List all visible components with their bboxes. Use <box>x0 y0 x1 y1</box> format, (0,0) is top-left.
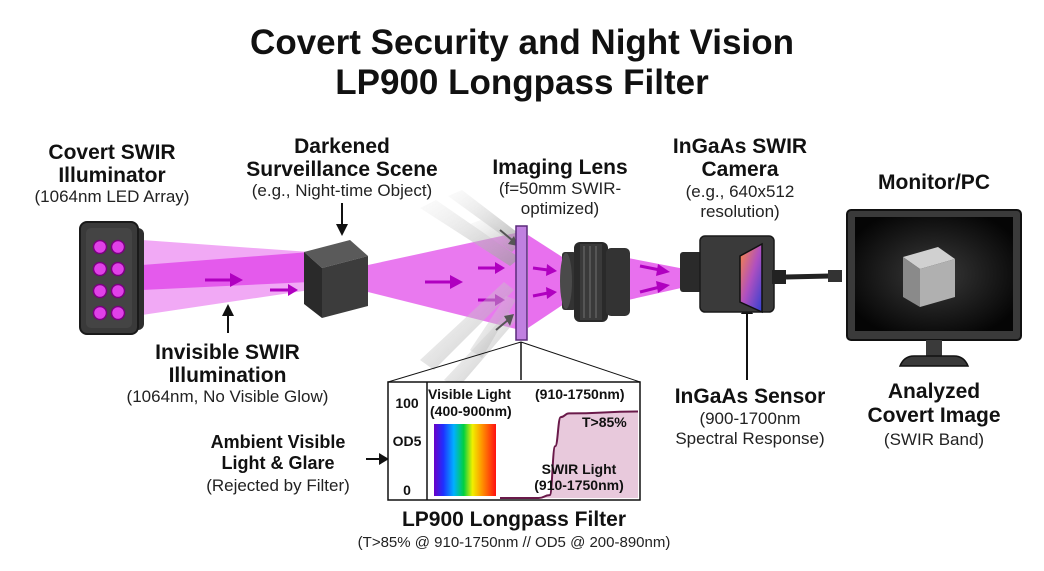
scene-cube <box>304 240 368 318</box>
swir-beam-4 <box>628 258 690 300</box>
ambient-name-line1: Ambient Visible <box>210 432 346 452</box>
illumination-detail: (1064nm, No Visible Glow) <box>126 387 329 406</box>
analyzed-cube-image <box>903 247 955 307</box>
lp900-filter <box>515 225 528 341</box>
ingaas-camera <box>680 235 842 314</box>
swir-beam-1 <box>142 252 310 290</box>
illumination-name-line2: Illumination <box>168 364 287 387</box>
scene-name-line1: Darkened <box>294 135 390 158</box>
y-tick-0: 0 <box>403 482 411 498</box>
filter-spec: (T>85% @ 910-1750nm // OD5 @ 200-890nm) <box>357 534 671 551</box>
monitor-caption-detail: (SWIR Band) <box>883 430 985 449</box>
visible-label-line1: Visible Light <box>428 386 511 402</box>
ambient-name-line2: Light & Glare <box>221 453 335 473</box>
pass-band-label: (910-1750nm) <box>535 386 625 402</box>
illuminator-name-line2: Illuminator <box>58 164 166 187</box>
camera-name-line2: Camera <box>701 158 779 181</box>
transmission-label: T>85% <box>582 414 627 430</box>
visible-spectrum-band <box>434 424 496 496</box>
ambient-detail: (Rejected by Filter) <box>206 476 350 495</box>
scene-name-line2: Surveillance Scene <box>246 158 438 181</box>
imaging-lens <box>560 242 630 322</box>
monitor-caption-line1: Analyzed <box>887 380 981 403</box>
ambient-light-rays <box>420 190 522 388</box>
swir-label-line2: (910-1750nm) <box>534 477 624 493</box>
illuminator-detail: (1064nm LED Array) <box>34 187 190 206</box>
diagram-subtitle: LP900 Longpass Filter <box>335 63 709 102</box>
visible-label-line2: (400-900nm) <box>430 403 512 419</box>
illuminator-device <box>79 221 144 335</box>
transmission-curve <box>500 410 639 499</box>
camera-detail-line1: (e.g., 640x512 <box>685 182 795 201</box>
lens-detail-line1: (f=50mm SWIR- <box>498 179 622 198</box>
camera-name-line1: InGaAs SWIR <box>672 135 808 158</box>
monitor-caption-line2: Covert Image <box>867 404 1001 427</box>
swir-pass-area <box>500 411 638 498</box>
diagram-title: Covert Security and Night Vision <box>250 23 794 62</box>
scene-detail: (e.g., Night-time Object) <box>251 181 433 200</box>
illumination-name-line1: Invisible SWIR <box>155 341 300 364</box>
illuminator-name-line1: Covert SWIR <box>48 141 176 164</box>
filter-name: LP900 Longpass Filter <box>401 508 627 531</box>
filter-chart <box>387 381 641 501</box>
y-tick-100: 100 <box>395 395 419 411</box>
sensor-name: InGaAs Sensor <box>674 385 826 408</box>
swir-beam-3 <box>528 235 570 328</box>
lens-name: Imaging Lens <box>492 156 628 179</box>
monitor-name: Monitor/PC <box>878 171 990 194</box>
beam-arrows <box>205 262 670 306</box>
camera-detail-line2: resolution) <box>700 202 780 221</box>
sensor-detail-line1: (900-1700nm <box>699 409 801 428</box>
lens-detail-line2: optimized) <box>520 199 600 218</box>
y-tick-od5: OD5 <box>392 433 422 449</box>
sensor-detail-line2: Spectral Response) <box>675 429 825 448</box>
monitor <box>846 209 1022 367</box>
swir-label-line1: SWIR Light <box>541 461 617 477</box>
